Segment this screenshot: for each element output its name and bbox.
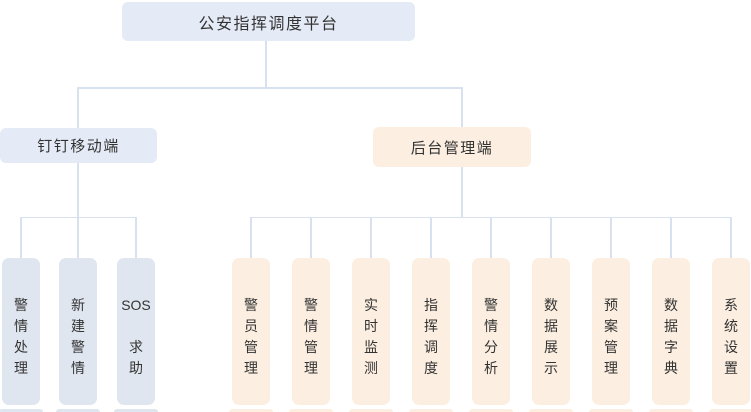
node-leaf-1-1: 警员管理 <box>232 258 270 405</box>
leaf-label-line: 求 <box>129 338 143 355</box>
leaf-label-line: 调 <box>424 338 438 355</box>
leaf-label-line: 管 <box>244 338 258 355</box>
connector-backend-child-5 <box>490 217 492 258</box>
next-row-box-cutoff <box>409 409 453 412</box>
leaf-label-line: 理 <box>604 359 618 376</box>
leaf-label-line: 情 <box>304 317 318 334</box>
leaf-label-line: 字 <box>664 338 678 355</box>
leaf-label-line: 助 <box>129 359 143 376</box>
next-row-box-cutoff <box>56 409 100 412</box>
connector-main-horizontal <box>77 87 463 89</box>
leaf-label-line: 数 <box>664 296 678 313</box>
leaf-label-line: 典 <box>664 359 678 376</box>
next-row-box-cutoff <box>469 409 513 412</box>
leaf-label-line: 析 <box>484 359 498 376</box>
leaf-label-line: 处 <box>14 338 28 355</box>
leaf-label-line: 建 <box>71 317 85 334</box>
leaf-label-line: 理 <box>244 359 258 376</box>
connector-mobile-child-1 <box>20 217 22 258</box>
next-row-box-cutoff <box>709 409 751 412</box>
leaf-label-line: 设 <box>724 338 738 355</box>
leaf-label-line: 统 <box>724 317 738 334</box>
leaf-label-line: 分 <box>484 338 498 355</box>
leaf-label-line: 警 <box>71 338 85 355</box>
leaf-label-line: 管 <box>604 338 618 355</box>
node-branch-backend: 后台管理端 <box>373 127 531 167</box>
leaf-label-line: 情 <box>14 317 28 334</box>
node-leaf-0-1: 警情处理 <box>2 258 40 405</box>
leaf-label-line: 警 <box>304 296 318 313</box>
leaf-label-line: 指 <box>424 296 438 313</box>
connector-backend-child-1 <box>250 217 252 258</box>
node-leaf-1-8: 数据字典 <box>652 258 690 405</box>
node-root: 公安指挥调度平台 <box>122 2 415 41</box>
connector-backend-child-4 <box>430 217 432 258</box>
leaf-label-line: 据 <box>544 317 558 334</box>
leaf-label-line: 警 <box>14 296 28 313</box>
connector-branch-mobile-top <box>77 87 79 128</box>
leaf-label-line: 系 <box>724 296 738 313</box>
connector-branch-mobile-drop <box>77 163 79 218</box>
node-leaf-0-2: 新建警情 <box>59 258 97 405</box>
next-row-box-cutoff <box>589 409 633 412</box>
connector-branch-backend-top <box>461 87 463 127</box>
connector-root-drop <box>265 41 267 88</box>
node-branch-mobile: 钉钉移动端 <box>0 128 157 163</box>
node-leaf-1-6: 数据展示 <box>532 258 570 405</box>
leaf-label-line: 员 <box>244 317 258 334</box>
leaf-label-line: 警 <box>244 296 258 313</box>
leaf-label-line: 实 <box>364 296 378 313</box>
node-leaf-1-4: 指挥调度 <box>412 258 450 405</box>
connector-backend-child-2 <box>310 217 312 258</box>
node-leaf-1-3: 实时监测 <box>352 258 390 405</box>
node-leaf-0-3: SOS 求助 <box>117 258 155 405</box>
leaf-label-line: 情 <box>71 359 85 376</box>
next-row-box-cutoff <box>349 409 393 412</box>
leaf-label-line: 据 <box>664 317 678 334</box>
connector-branch-backend-drop <box>461 167 463 218</box>
node-leaf-1-5: 警情分析 <box>472 258 510 405</box>
node-leaf-1-9: 系统设置 <box>712 258 750 405</box>
leaf-label-line: 置 <box>724 359 738 376</box>
leaf-label-line: 预 <box>604 296 618 313</box>
next-row-box-cutoff <box>289 409 333 412</box>
next-row-box-cutoff <box>229 409 273 412</box>
leaf-label-line: 情 <box>484 317 498 334</box>
leaf-label-line: 数 <box>544 296 558 313</box>
connector-mobile-child-3 <box>135 217 137 258</box>
leaf-label-line: 案 <box>604 317 618 334</box>
next-row-box-cutoff <box>0 409 43 412</box>
leaf-label-line: 警 <box>484 296 498 313</box>
leaf-label-line: 监 <box>364 338 378 355</box>
connector-mobile-child-2 <box>77 217 79 258</box>
connector-backend-child-9 <box>730 217 732 258</box>
next-row-box-cutoff <box>649 409 693 412</box>
next-row-box-cutoff <box>529 409 573 412</box>
leaf-label-line: 度 <box>424 359 438 376</box>
leaf-label-line: SOS <box>121 296 151 313</box>
connector-backend-child-6 <box>550 217 552 258</box>
leaf-label-line: 理 <box>14 359 28 376</box>
node-leaf-1-7: 预案管理 <box>592 258 630 405</box>
connector-backend-child-7 <box>610 217 612 258</box>
leaf-label-line: 时 <box>364 317 378 334</box>
connector-backend-child-8 <box>670 217 672 258</box>
leaf-label-line: 展 <box>544 338 558 355</box>
node-leaf-1-2: 警情管理 <box>292 258 330 405</box>
leaf-label-line: 新 <box>71 296 85 313</box>
leaf-label-line: 理 <box>304 359 318 376</box>
next-row-box-cutoff <box>114 409 158 412</box>
leaf-label-line: 示 <box>544 359 558 376</box>
connector-backend-child-3 <box>370 217 372 258</box>
leaf-label-line: 挥 <box>424 317 438 334</box>
leaf-label-line: 管 <box>304 338 318 355</box>
leaf-label-line: 测 <box>364 359 378 376</box>
